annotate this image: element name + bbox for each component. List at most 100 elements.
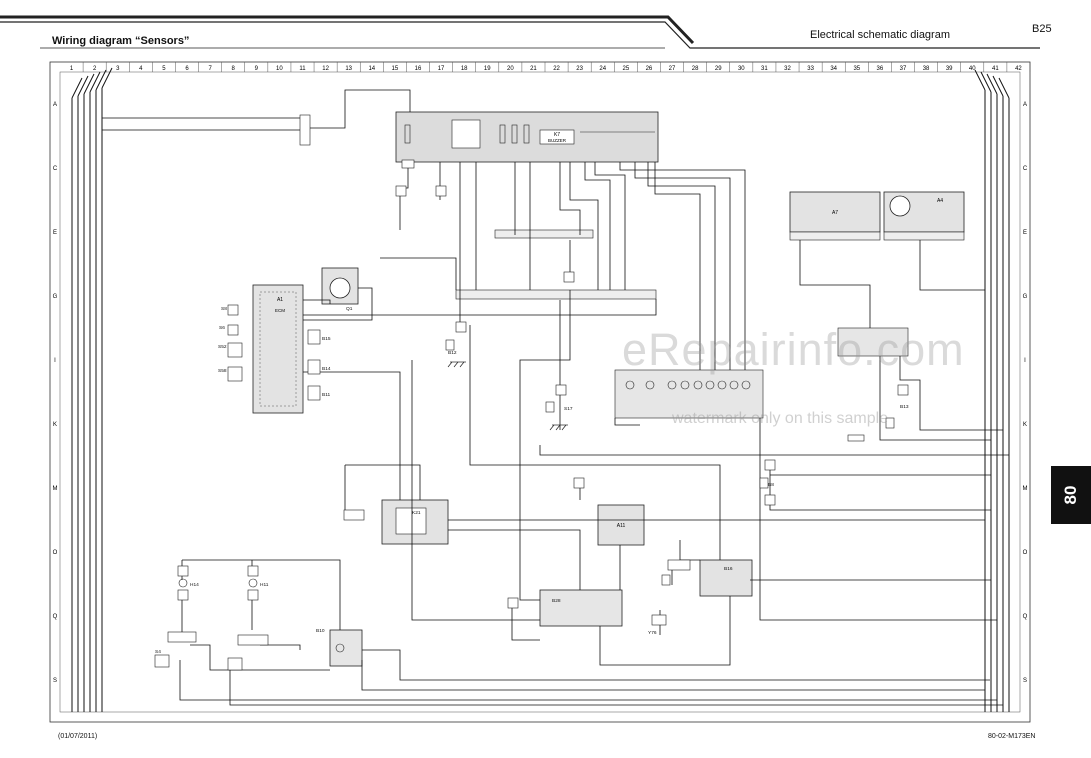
component-label-b14: B14: [322, 366, 331, 372]
row-label-left: M: [53, 486, 58, 492]
row-label-right: O: [1023, 550, 1028, 556]
page-title: Wiring diagram “Sensors”: [52, 35, 190, 47]
component-label-y76: Y76: [648, 630, 657, 636]
column-label: 35: [853, 66, 860, 72]
row-label-right: M: [1023, 486, 1028, 492]
sheet-frame: [49, 61, 1031, 723]
indicator-lamps: [178, 380, 751, 653]
column-label: 40: [969, 66, 976, 72]
column-label: 15: [392, 66, 399, 72]
a4-label: A4: [937, 198, 943, 204]
component-label-b16: B16: [724, 566, 733, 572]
wire-harness: [102, 89, 1009, 706]
column-label: 34: [830, 66, 837, 72]
component-label-h14: H14: [190, 582, 199, 588]
column-label: 18: [461, 66, 468, 72]
watermark-sub: watermark only on this sample: [672, 410, 889, 427]
column-label: 13: [345, 66, 352, 72]
k21-coil: [395, 507, 427, 535]
row-label-right: G: [1023, 294, 1028, 300]
a4-gauge-icon: [889, 195, 911, 217]
row-label-left: C: [53, 166, 58, 172]
column-label: 12: [322, 66, 329, 72]
column-label: 5: [162, 66, 166, 72]
row-label-right: A: [1023, 102, 1027, 108]
component-label-b11: B11: [322, 392, 331, 398]
component-label-b15: B15: [322, 336, 331, 342]
row-label-left: Q: [53, 614, 58, 620]
column-label: 42: [1015, 66, 1022, 72]
column-label: 41: [992, 66, 999, 72]
column-ticks: [82, 62, 1031, 72]
sensor-b10: [329, 629, 363, 667]
section-title: Electrical schematic diagram: [810, 29, 950, 41]
watermark-main: eRepairinfo.com: [622, 324, 965, 375]
column-label: 22: [553, 66, 560, 72]
a7-label: A7: [832, 210, 838, 216]
component-label-b10: B10: [316, 628, 325, 634]
relay-bottom-right: [699, 559, 753, 597]
ground-symbols: [447, 361, 568, 431]
component-symbols: [154, 114, 909, 671]
a11-label: A11: [617, 523, 626, 529]
row-label-left: O: [53, 550, 58, 556]
footer-doc-code: 80-02-M173EN: [988, 733, 1036, 740]
component-label-s4: S4: [155, 649, 161, 655]
row-label-left: A: [53, 102, 57, 108]
component-label-q1: Q1: [346, 306, 353, 312]
column-label: 27: [669, 66, 676, 72]
row-label-right: I: [1024, 358, 1026, 364]
column-label: 31: [761, 66, 768, 72]
column-label: 25: [622, 66, 629, 72]
footer-date: (01/07/2011): [58, 733, 98, 740]
column-label: 39: [946, 66, 953, 72]
header-bar: [0, 15, 695, 45]
chapter-tab: 80: [1051, 466, 1091, 524]
component-label-s58: S58: [218, 368, 227, 374]
column-label: 33: [807, 66, 814, 72]
connector-bars: [455, 229, 965, 419]
relay-symbol: [451, 119, 481, 149]
component-label-k21: K21: [412, 510, 421, 516]
component-label-s17: S17: [564, 406, 573, 412]
row-label-left: I: [54, 358, 56, 364]
column-label: 10: [276, 66, 283, 72]
row-label-left: K: [53, 422, 57, 428]
column-label: 19: [484, 66, 491, 72]
buzzer-sub: BUZZER: [548, 138, 567, 143]
column-label: 17: [438, 66, 445, 72]
fuses: [404, 124, 655, 144]
row-label-right: Q: [1023, 614, 1028, 620]
component-label-s6: S6: [219, 325, 225, 331]
column-label: 14: [368, 66, 375, 72]
component-label-h11: H11: [260, 582, 269, 588]
column-label: 2: [93, 66, 97, 72]
column-label: 3: [116, 66, 120, 72]
column-label: 4: [139, 66, 143, 72]
page-code: B25: [1032, 23, 1052, 35]
row-label-left: S: [53, 678, 57, 684]
module-a7: [789, 191, 881, 233]
buzzer-label: K7: [554, 132, 560, 138]
column-label: 24: [599, 66, 606, 72]
left-bus: [71, 67, 113, 712]
column-label: 11: [299, 66, 306, 72]
column-label: 38: [923, 66, 930, 72]
row-label-left: E: [53, 230, 57, 236]
sensor-b28: [539, 589, 623, 627]
ecm-a1-box: [252, 284, 304, 414]
column-label: 20: [507, 66, 514, 72]
row-label-right: E: [1023, 230, 1027, 236]
column-label: 28: [692, 66, 699, 72]
column-label: 21: [530, 66, 537, 72]
ecm-label: A1: [277, 297, 283, 303]
ecm-sub: ECM: [275, 308, 285, 313]
fuse-relay-box: [395, 111, 659, 163]
column-label: 26: [646, 66, 653, 72]
right-bus: [974, 69, 1010, 712]
q1-switch-icon: [329, 277, 351, 299]
